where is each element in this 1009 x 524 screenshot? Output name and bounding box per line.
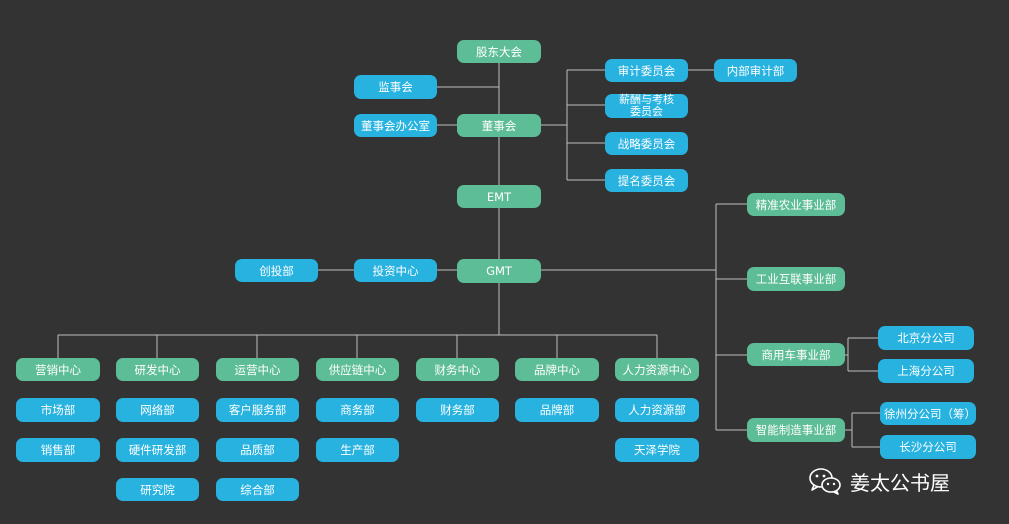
node-hardware-rd-dept: 硬件研发部	[116, 438, 199, 462]
node-finance-center: 财务中心	[416, 358, 499, 381]
node-general-dept: 综合部	[216, 478, 299, 501]
node-quality-dept: 品质部	[216, 438, 299, 462]
node-compensation-committee: 薪酬与考核委员会	[605, 94, 688, 118]
node-investment-center: 投资中心	[354, 259, 437, 282]
node-brand-center: 品牌中心	[515, 358, 599, 381]
node-audit-committee: 审计委员会	[605, 59, 688, 82]
node-beijing-branch: 北京分公司	[878, 326, 974, 350]
node-strategy-committee: 战略委员会	[605, 132, 688, 155]
node-venture-dept: 创投部	[235, 259, 318, 282]
node-emt: EMT	[457, 185, 541, 208]
node-industrial-iot: 工业互联事业部	[747, 267, 845, 291]
node-production-dept: 生产部	[316, 438, 399, 462]
node-tianze-academy: 天泽学院	[615, 438, 699, 462]
node-marketing-center: 营销中心	[16, 358, 100, 381]
wechat-icon	[809, 468, 841, 495]
node-smart-manufacturing: 智能制造事业部	[747, 418, 845, 442]
node-supervisory-board: 监事会	[354, 75, 437, 99]
node-shareholders: 股东大会	[457, 40, 541, 63]
node-precision-agriculture: 精准农业事业部	[747, 193, 845, 216]
node-sales-dept: 销售部	[16, 438, 100, 462]
node-gmt: GMT	[457, 259, 541, 283]
node-rd-center: 研发中心	[116, 358, 199, 381]
node-research-institute: 研究院	[116, 478, 199, 501]
node-hr-dept: 人力资源部	[615, 398, 699, 422]
node-operations-center: 运营中心	[216, 358, 299, 381]
watermark-text: 姜太公书屋	[850, 470, 950, 495]
node-finance-dept: 财务部	[416, 398, 499, 422]
node-internal-audit: 内部审计部	[714, 59, 797, 82]
node-shanghai-branch: 上海分公司	[878, 359, 974, 383]
node-xuzhou-branch: 徐州分公司（筹）	[880, 402, 976, 425]
node-board-office: 董事会办公室	[354, 114, 437, 137]
node-customer-service-dept: 客户服务部	[216, 398, 299, 422]
node-brand-dept: 品牌部	[515, 398, 599, 422]
node-network-dept: 网络部	[116, 398, 199, 422]
node-nomination-committee: 提名委员会	[605, 169, 688, 192]
node-market-dept: 市场部	[16, 398, 100, 422]
node-changsha-branch: 长沙分公司	[880, 435, 976, 459]
node-supply-chain-center: 供应链中心	[316, 358, 399, 381]
node-board: 董事会	[457, 114, 541, 137]
node-hr-center: 人力资源中心	[615, 358, 699, 381]
watermark: 姜太公书屋	[808, 466, 950, 496]
node-commercial-vehicle: 商用车事业部	[747, 343, 845, 366]
node-business-dept: 商务部	[316, 398, 399, 422]
